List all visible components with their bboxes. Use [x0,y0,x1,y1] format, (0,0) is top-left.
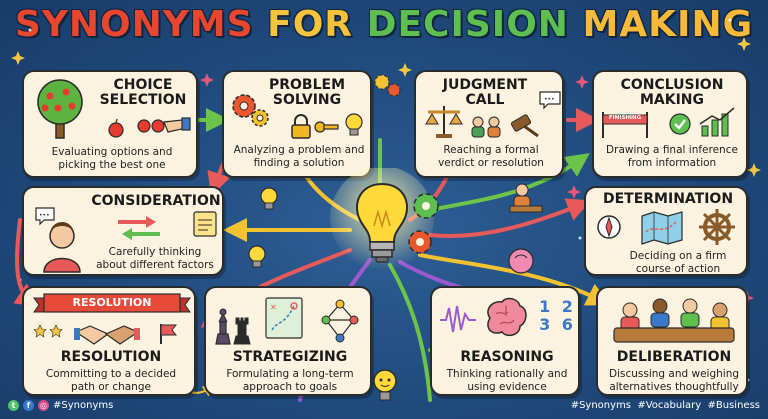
card-title: JUDGMENT CALL [442,77,528,108]
card-consideration: ••• CONSIDERATION Carefully thinking abo… [22,186,224,276]
facebook-icon[interactable]: f [23,400,34,411]
card-description: Analyzing a problem and finding a soluti… [233,144,365,169]
central-lightbulb-icon [330,168,439,270]
title-word: SYNONYMS [14,4,254,45]
card-description: Discussing and weighing alternatives tho… [608,368,740,393]
gears-icon [232,94,269,127]
card-title: RESOLUTION [60,349,162,365]
people-icon [471,116,501,138]
checkmark-icon [669,113,691,135]
card-title: STRATEGIZING [232,349,348,365]
finish-banner-icon [602,112,648,138]
card-determination: DETERMINATION Deciding on a firm course … [584,186,748,276]
footer-social: t f ◎ #Synonyms [8,400,113,411]
numbers-graphic: 1 2 3 6 [539,297,573,334]
title-word: MAKING [582,4,754,45]
notepad-icon [193,211,217,237]
card-description: Deciding on a firm course of action [629,250,727,275]
banner-label: RESOLUTION [72,296,152,309]
person-at-desk-icon [509,183,543,213]
card-title: CHOICE SELECTION [99,77,187,108]
title-word: DECISION [366,4,569,45]
finish-banner-label: FINISHING [608,115,642,121]
card-strategizing: ✕ STRATEGIZING Formulating a long-term a… [204,286,372,396]
small-lightbulb-icon [260,187,278,210]
card-description: Thinking rationally and using evidence [446,368,568,393]
ship-wheel-icon [699,209,735,245]
card-choice-selection: CHOICE SELECTION Evaluating options and … [22,70,198,178]
thinking-person-icon: ••• [35,207,81,273]
lock-icon [291,114,311,139]
meeting-table-icon [613,298,735,343]
thinking-head-icon [508,248,534,274]
card-title: DETERMINATION [602,191,734,207]
card-description: Evaluating options and picking the best … [51,146,173,171]
scales-icon [425,106,463,138]
network-nodes-icon [321,299,359,343]
card-problem-solving: PROBLEM SOLVING Analyzing a problem and … [222,70,372,178]
compass-icon [597,215,621,239]
card-description: Reaching a formal verdict or resolution [438,144,544,169]
svg-text:•••: ••• [544,96,555,103]
lightbulb-icon [345,113,363,136]
flag-icon [160,324,178,344]
footer-hashtags: #Synonyms #Vocabulary #Business [570,400,760,411]
page-title: SYNONYMS FOR DECISION MAKING [0,4,768,56]
card-title: CONCLUSION MAKING [620,77,724,108]
card-description: Committing to a decided path or change [45,368,177,393]
speech-bubble-icon: ••• [539,91,561,110]
map-icon [641,211,683,245]
banner-ribbon-icon [33,293,191,313]
chess-pieces-icon [215,308,251,345]
apple-icon [108,118,124,138]
key-icon [314,121,339,133]
footer-left-tag: #Synonyms [53,400,114,411]
card-reasoning: 1 2 3 6 REASONING Thinking rationally an… [430,286,580,396]
card-deliberation: DELIBERATION Discussing and weighing alt… [596,286,748,396]
card-judgment-call: ••• JUDGMENT CALL Reaching a formal verd… [414,70,564,178]
stars-icon [33,324,63,338]
svg-text:•••: ••• [39,212,50,219]
small-bulb-bottom-icon [373,369,397,401]
card-description: Drawing a final inference from informati… [606,144,738,169]
card-description: Formulating a long-term approach to goal… [226,368,354,393]
bar-chart-icon [699,107,735,137]
card-title: REASONING [460,349,554,365]
arrows-icon [118,216,160,240]
instagram-icon[interactable]: ◎ [38,400,49,411]
svg-text:✕: ✕ [270,303,277,312]
small-lightbulb-icon [248,245,266,268]
gavel-icon [510,114,539,138]
card-description: Carefully thinking about different facto… [96,246,214,271]
card-title: CONSIDERATION [91,193,221,209]
card-resolution: RESOLUTION RESOLUTION Committing to a de… [22,286,196,396]
waveform-icon [440,305,476,333]
hand-picking-icon [137,117,191,133]
apple-tree-icon [37,79,83,139]
handshake-icon [74,325,140,345]
title-word: FOR [267,4,354,45]
card-title: DELIBERATION [616,349,732,365]
twitter-icon[interactable]: t [8,400,19,411]
card-title: PROBLEM SOLVING [268,77,346,108]
brain-icon [487,297,527,337]
strategy-board-icon: ✕ [265,297,303,339]
gears-small-icon [374,74,401,97]
card-conclusion-making: FINISHING CONCLUSION MAKING Drawing a fi… [592,70,748,178]
